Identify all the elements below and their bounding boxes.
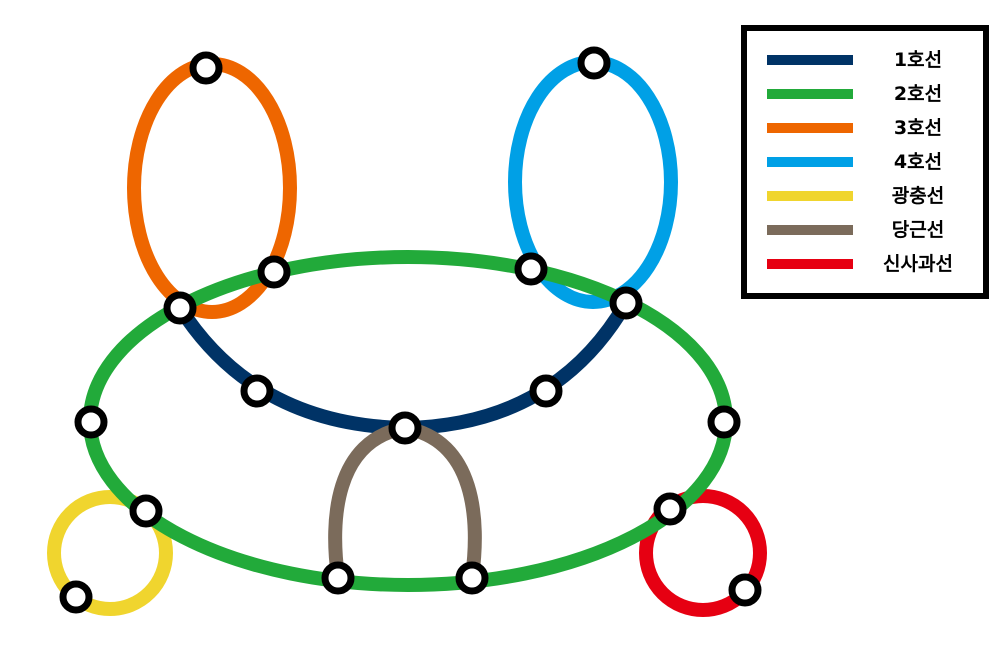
red-line-loop (639, 489, 767, 617)
station[interactable] (388, 411, 422, 445)
yellow-line-loop (47, 490, 173, 616)
legend-label: 신사과선 (883, 253, 953, 275)
station[interactable] (321, 561, 355, 595)
legend-swatch (767, 225, 853, 235)
station[interactable] (514, 252, 548, 286)
legend-item-line2: 2호선 (763, 79, 973, 109)
station[interactable] (189, 51, 223, 85)
legend-label: 2호선 (893, 83, 943, 105)
legend-swatch (767, 55, 853, 65)
station[interactable] (529, 374, 563, 408)
legend-item-red-line: 신사과선 (763, 249, 973, 279)
legend-swatch (767, 89, 853, 99)
station[interactable] (257, 255, 291, 289)
station[interactable] (728, 573, 762, 607)
legend-label: 1호선 (893, 49, 943, 71)
legend-label: 광충선 (891, 185, 945, 207)
legend-swatch (767, 259, 853, 269)
line1-arc (174, 299, 633, 436)
station[interactable] (74, 405, 108, 439)
stations (59, 46, 762, 614)
legend-item-yellow-line: 광충선 (763, 181, 973, 211)
legend-swatch (767, 123, 853, 133)
station[interactable] (163, 291, 197, 325)
station[interactable] (609, 286, 643, 320)
legend-item-line3: 3호선 (763, 113, 973, 143)
station[interactable] (240, 374, 274, 408)
station[interactable] (455, 561, 489, 595)
legend-label: 3호선 (893, 117, 943, 139)
station[interactable] (707, 405, 741, 439)
legend: 1호선 2호선 3호선 4호선 광충선 당근선 신사과선 (741, 25, 989, 299)
legend-item-line4: 4호선 (763, 147, 973, 177)
station[interactable] (59, 580, 93, 614)
legend-label: 4호선 (893, 151, 943, 173)
legend-swatch (767, 191, 853, 201)
station[interactable] (653, 492, 687, 526)
brown-line-arch (328, 420, 482, 578)
legend-swatch (767, 157, 853, 167)
legend-item-line1: 1호선 (763, 45, 973, 75)
legend-label: 당근선 (891, 219, 945, 241)
station[interactable] (129, 494, 163, 528)
station[interactable] (577, 46, 611, 80)
legend-item-brown-line: 당근선 (763, 215, 973, 245)
